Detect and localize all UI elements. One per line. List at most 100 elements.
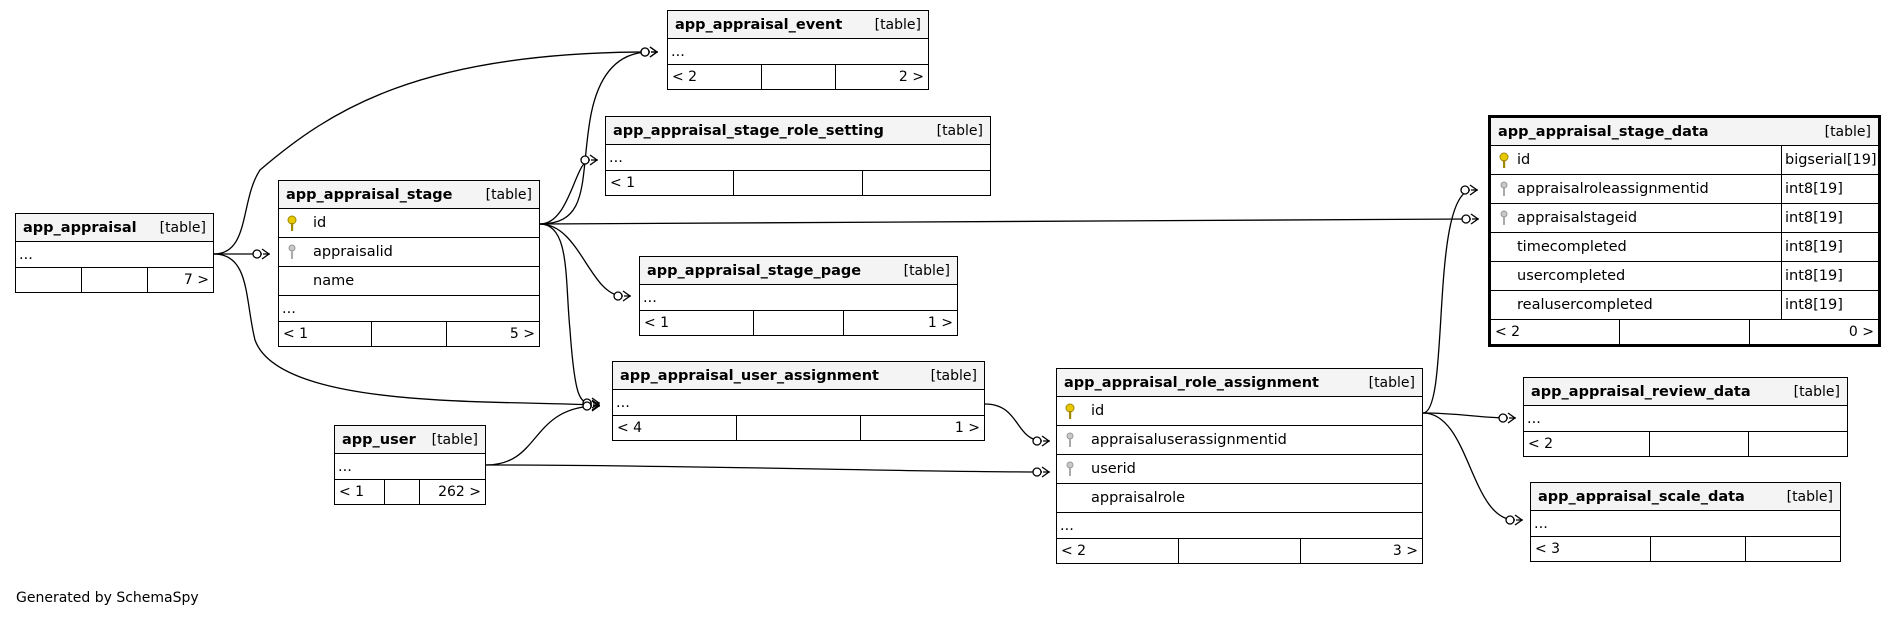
column-row[interactable]: timecompleted int8[19] <box>1491 233 1878 262</box>
column-name: timecompleted <box>1517 239 1627 255</box>
column-row[interactable]: id <box>279 209 539 238</box>
table-app-appraisal-scale-data[interactable]: app_appraisal_scale_data [table] ... < 3 <box>1530 482 1841 562</box>
more-columns: ... <box>1524 406 1847 432</box>
many-marker <box>1514 514 1524 526</box>
many-marker <box>649 46 659 58</box>
table-type: [table] <box>159 219 206 236</box>
foreign-key-icon <box>1491 175 1517 203</box>
table-header: app_appraisal_scale_data [table] <box>1531 483 1840 511</box>
table-type: [table] <box>903 262 950 279</box>
column-row[interactable]: id bigserial[19] <box>1491 146 1878 175</box>
table-app-appraisal-event[interactable]: app_appraisal_event [table] ... < 2 2 > <box>667 10 929 90</box>
parents-count: < 1 <box>335 480 386 504</box>
optional-marker <box>1498 413 1508 423</box>
more-columns: ... <box>335 454 485 480</box>
more-columns: ... <box>668 39 928 65</box>
table-app-appraisal-stage-page[interactable]: app_appraisal_stage_page [table] ... < 1… <box>639 256 958 336</box>
relationship-line <box>539 51 651 225</box>
table-app-user[interactable]: app_user [table] ... < 1 262 > <box>334 425 486 505</box>
table-footer: < 2 <box>1524 432 1847 456</box>
column-count <box>1651 537 1747 561</box>
table-header: app_appraisal_role_assignment [table] <box>1057 369 1422 397</box>
column-row[interactable]: appraisalid <box>279 238 539 267</box>
column-name: userid <box>1091 461 1136 477</box>
column-name: name <box>313 273 355 289</box>
children-count: 7 > <box>183 272 209 288</box>
more-columns: ... <box>640 285 957 311</box>
table-footer: 7 > <box>16 268 213 292</box>
generated-by-label: Generated by SchemaSpy <box>16 590 199 606</box>
column-name: appraisalstageid <box>1517 210 1638 226</box>
table-app-appraisal-role-assignment[interactable]: app_appraisal_role_assignment [table] id… <box>1056 368 1423 564</box>
table-app-appraisal-stage[interactable]: app_appraisal_stage [table] id appraisal… <box>278 180 540 347</box>
children-count: 262 > <box>438 484 481 500</box>
column-count <box>1620 320 1750 344</box>
optional-marker <box>582 401 592 411</box>
table-name: app_appraisal_review_data <box>1531 383 1751 400</box>
table-type: [table] <box>431 431 478 448</box>
table-app-appraisal-user-assignment[interactable]: app_appraisal_user_assignment [table] ..… <box>612 361 985 441</box>
table-app-appraisal[interactable]: app_appraisal [table] ... 7 > <box>15 213 214 293</box>
column-count <box>385 480 421 504</box>
children-count: 0 > <box>1848 324 1874 340</box>
more-columns: ... <box>1057 513 1422 539</box>
table-name: app_appraisal_stage_data <box>1498 123 1709 140</box>
column-row[interactable]: userid <box>1057 455 1422 484</box>
table-type: [table] <box>936 122 983 139</box>
table-app-appraisal-review-data[interactable]: app_appraisal_review_data [table] ... < … <box>1523 377 1848 457</box>
parents-count <box>16 268 82 292</box>
more-columns: ... <box>279 296 539 322</box>
more-columns: ... <box>1531 511 1840 537</box>
table-header: app_appraisal [table] <box>16 214 213 242</box>
parents-count: < 1 <box>640 311 755 335</box>
table-type: [table] <box>1786 488 1833 505</box>
column-count <box>1650 432 1749 456</box>
foreign-key-icon <box>1491 204 1517 232</box>
table-name: app_appraisal_stage_page <box>647 262 862 279</box>
column-type: int8[19] <box>1781 175 1878 203</box>
table-app-appraisal-stage-data[interactable]: app_appraisal_stage_data [table] id bigs… <box>1488 115 1881 347</box>
column-count <box>762 65 836 89</box>
foreign-key-icon <box>1064 432 1076 453</box>
column-type: int8[19] <box>1781 204 1878 232</box>
optional-marker <box>1461 214 1471 224</box>
relationship-line <box>1422 189 1471 414</box>
column-row[interactable]: name <box>279 267 539 296</box>
column-count <box>1179 539 1301 563</box>
table-name: app_appraisal_role_assignment <box>1064 374 1319 391</box>
column-row[interactable]: appraisalrole <box>1057 484 1422 513</box>
children-count: 2 > <box>898 69 924 85</box>
column-row[interactable]: appraisalstageid int8[19] <box>1491 204 1878 233</box>
column-row[interactable]: appraisaluserassignmentid <box>1057 426 1422 455</box>
column-row[interactable]: usercompleted int8[19] <box>1491 262 1878 291</box>
column-name: appraisaluserassignmentid <box>1091 432 1287 448</box>
optional-marker <box>580 155 590 165</box>
column-count <box>82 268 148 292</box>
optional-marker <box>252 249 262 259</box>
parents-count: < 2 <box>1491 320 1621 344</box>
column-row[interactable]: id <box>1057 397 1422 426</box>
foreign-key-icon <box>1064 461 1076 482</box>
table-header: app_appraisal_stage_role_setting [table] <box>606 117 990 145</box>
table-header: app_appraisal_stage_data [table] <box>1491 118 1878 146</box>
children-count: 1 > <box>927 315 953 331</box>
parents-count: < 1 <box>279 322 372 346</box>
more-columns: ... <box>613 390 984 416</box>
column-count <box>737 416 861 440</box>
optional-marker <box>1505 515 1515 525</box>
column-row[interactable]: appraisalroleassignmentid int8[19] <box>1491 175 1878 204</box>
column-type: int8[19] <box>1781 233 1878 261</box>
table-footer: < 1 262 > <box>335 480 485 504</box>
many-marker <box>1470 213 1480 225</box>
table-header: app_user [table] <box>335 426 485 454</box>
table-header: app_appraisal_review_data [table] <box>1524 378 1847 406</box>
relationship-line <box>984 403 1043 442</box>
column-type: int8[19] <box>1781 291 1878 319</box>
column-row[interactable]: realusercompleted int8[19] <box>1491 291 1878 320</box>
table-app-appraisal-stage-role-setting[interactable]: app_appraisal_stage_role_setting [table]… <box>605 116 991 196</box>
column-count <box>754 311 844 335</box>
column-name: id <box>1517 152 1531 168</box>
foreign-key-icon <box>286 244 298 265</box>
column-type: int8[19] <box>1781 262 1878 290</box>
